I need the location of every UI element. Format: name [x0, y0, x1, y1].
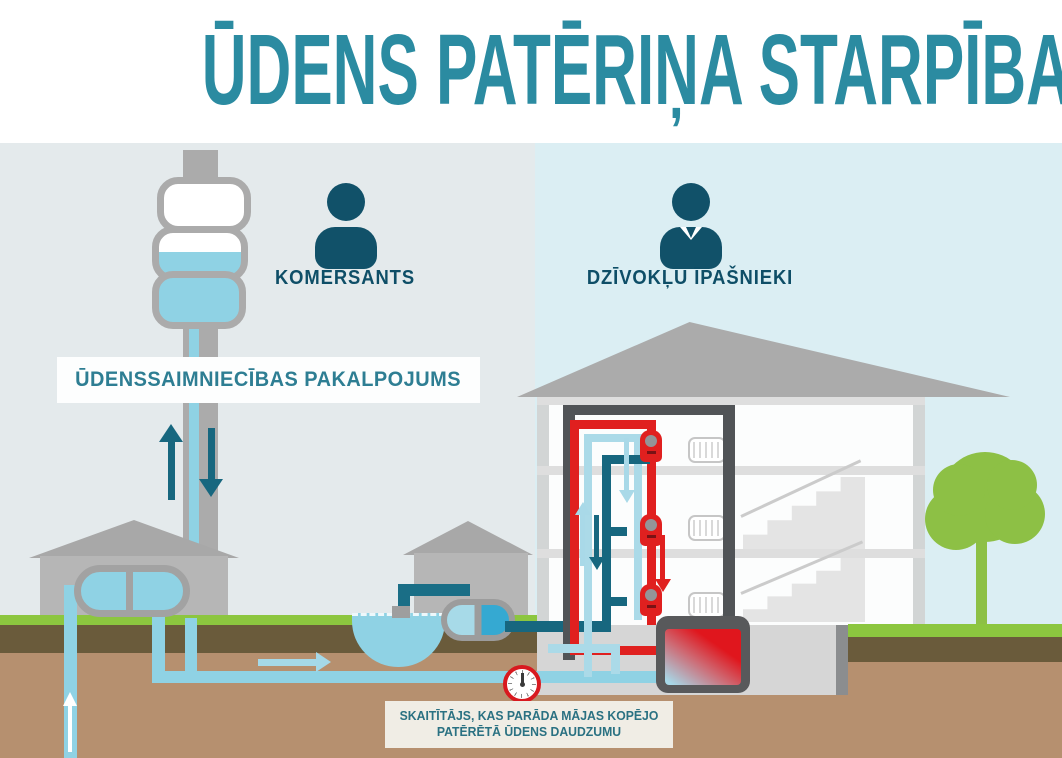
well-up-arrow-icon: [63, 692, 77, 706]
tree-trunk: [976, 538, 987, 625]
well-pipe: [64, 585, 77, 758]
gauge-hub: [519, 681, 525, 687]
page-title: ŪDENS PATĒRIŅA STARPĪBA: [201, 14, 1062, 126]
faucet-nozzle: [392, 606, 410, 618]
meter-dial: [645, 435, 657, 447]
radiator-fins: [693, 520, 721, 536]
building-right-wall: [913, 397, 925, 625]
soil-dark-right: [848, 637, 1062, 662]
left-house-tank-divider: [126, 568, 133, 614]
radiator-floor1: [688, 592, 726, 618]
down-arrow-icon: [589, 557, 605, 570]
person-tie-icon: [672, 183, 710, 221]
meter-dial: [645, 589, 657, 601]
water-meter-gauge-icon: [503, 665, 541, 703]
up-arrow-shaft: [168, 441, 175, 500]
tree-canopy: [933, 464, 985, 516]
storage-tank: [441, 599, 515, 641]
right-section-label: DZĪVOKĻU ĪPAŠNIEKI: [586, 267, 794, 289]
soil-light-right: [848, 662, 1062, 758]
meter-bar: [647, 605, 656, 608]
tree: [925, 450, 1045, 625]
tower-tank-bottom: [152, 271, 246, 329]
water-tower-pipe: [189, 312, 199, 622]
down-arrow-shaft: [208, 428, 215, 480]
tie: [686, 227, 696, 238]
person-tie-icon-body: [660, 227, 722, 269]
lightblue-pipe-right: [634, 434, 642, 620]
shaft-red-down-arrow-shaft: [660, 535, 665, 581]
left-section-label: KOMERSANTS: [274, 267, 416, 289]
down-arrow-icon: [619, 490, 635, 503]
building-eave-slab: [537, 397, 925, 405]
boiler-core: [665, 629, 741, 685]
tree-canopy: [987, 460, 1037, 510]
riser-shaft-top: [563, 405, 735, 415]
meter-bar: [647, 451, 656, 454]
red-pipe-top: [570, 420, 656, 429]
teal-riser-branch-floor1: [611, 597, 627, 606]
apartment-meter-icon: [640, 584, 662, 616]
staircase-lower: [740, 540, 865, 622]
up-arrow-icon: [159, 424, 183, 442]
service-label-box: ŪDENSSAIMNIECĪBAS PAKALPOJUMS: [57, 357, 480, 403]
person-icon-body: [315, 227, 377, 269]
meter-bar: [647, 535, 656, 538]
tower-down-pipe: [185, 618, 197, 675]
building-foundation-wall: [836, 625, 848, 695]
red-pipe-left: [570, 420, 579, 655]
lightblue-pipe-left: [584, 434, 592, 677]
faucet-pipe-horizontal: [398, 584, 470, 596]
basement-lightblue-stub-h: [548, 644, 620, 653]
middle-pump-house-roof: [403, 521, 533, 555]
radiator-floor2: [688, 515, 726, 541]
apartment-meter-icon: [640, 514, 662, 546]
radiator-fins: [693, 597, 721, 613]
service-label: ŪDENSSAIMNIECĪBAS PAKALPOJUMS: [75, 368, 462, 391]
meter-caption-box: SKAITĪTĀJS, KAS PARĀDA MĀJAS KOPĒJO PATĒ…: [385, 701, 673, 748]
flow-right-arrow-shaft: [258, 659, 316, 666]
well-up-arrow-shaft: [68, 705, 72, 752]
faucet-pipe-vertical: [398, 584, 410, 612]
tower-tank-top: [157, 177, 251, 233]
tank-down-pipe: [152, 610, 165, 683]
red-pipe-bottom: [570, 646, 670, 655]
shaft-lightblue-up-arrow-shaft: [580, 514, 585, 566]
up-arrow-icon: [575, 502, 591, 515]
radiator-floor3: [688, 437, 726, 463]
gauge-needle: [521, 673, 524, 685]
shaft-lightblue-down-arrow-shaft: [624, 438, 629, 492]
apartment-meter-icon: [640, 430, 662, 462]
person-icon: [327, 183, 365, 221]
teal-riser-branch-floor2: [611, 527, 627, 536]
lightblue-pipe-top: [584, 434, 642, 442]
radiator-fins: [693, 442, 721, 458]
meter-caption-line1: SKAITĪTĀJS, KAS PARĀDA MĀJAS KOPĒJO: [399, 708, 659, 723]
meter-caption-line2: PATĒRĒTĀ ŪDENS DAUDZUMU: [436, 724, 622, 739]
building-inflow-pipe: [505, 621, 611, 632]
grass-left: [0, 615, 537, 625]
building-left-wall: [537, 397, 549, 625]
grass-right: [848, 624, 1062, 637]
down-arrow-icon: [199, 479, 223, 497]
right-arrow-icon: [316, 652, 331, 672]
basement-lightblue-stub-v: [611, 644, 620, 674]
staircase-upper: [740, 459, 865, 549]
left-pump-house-roof: [29, 520, 239, 558]
shaft-teal-down-arrow-shaft: [594, 515, 599, 559]
meter-dial: [645, 519, 657, 531]
teal-riser: [602, 455, 611, 632]
riser-shaft-right: [723, 405, 735, 630]
